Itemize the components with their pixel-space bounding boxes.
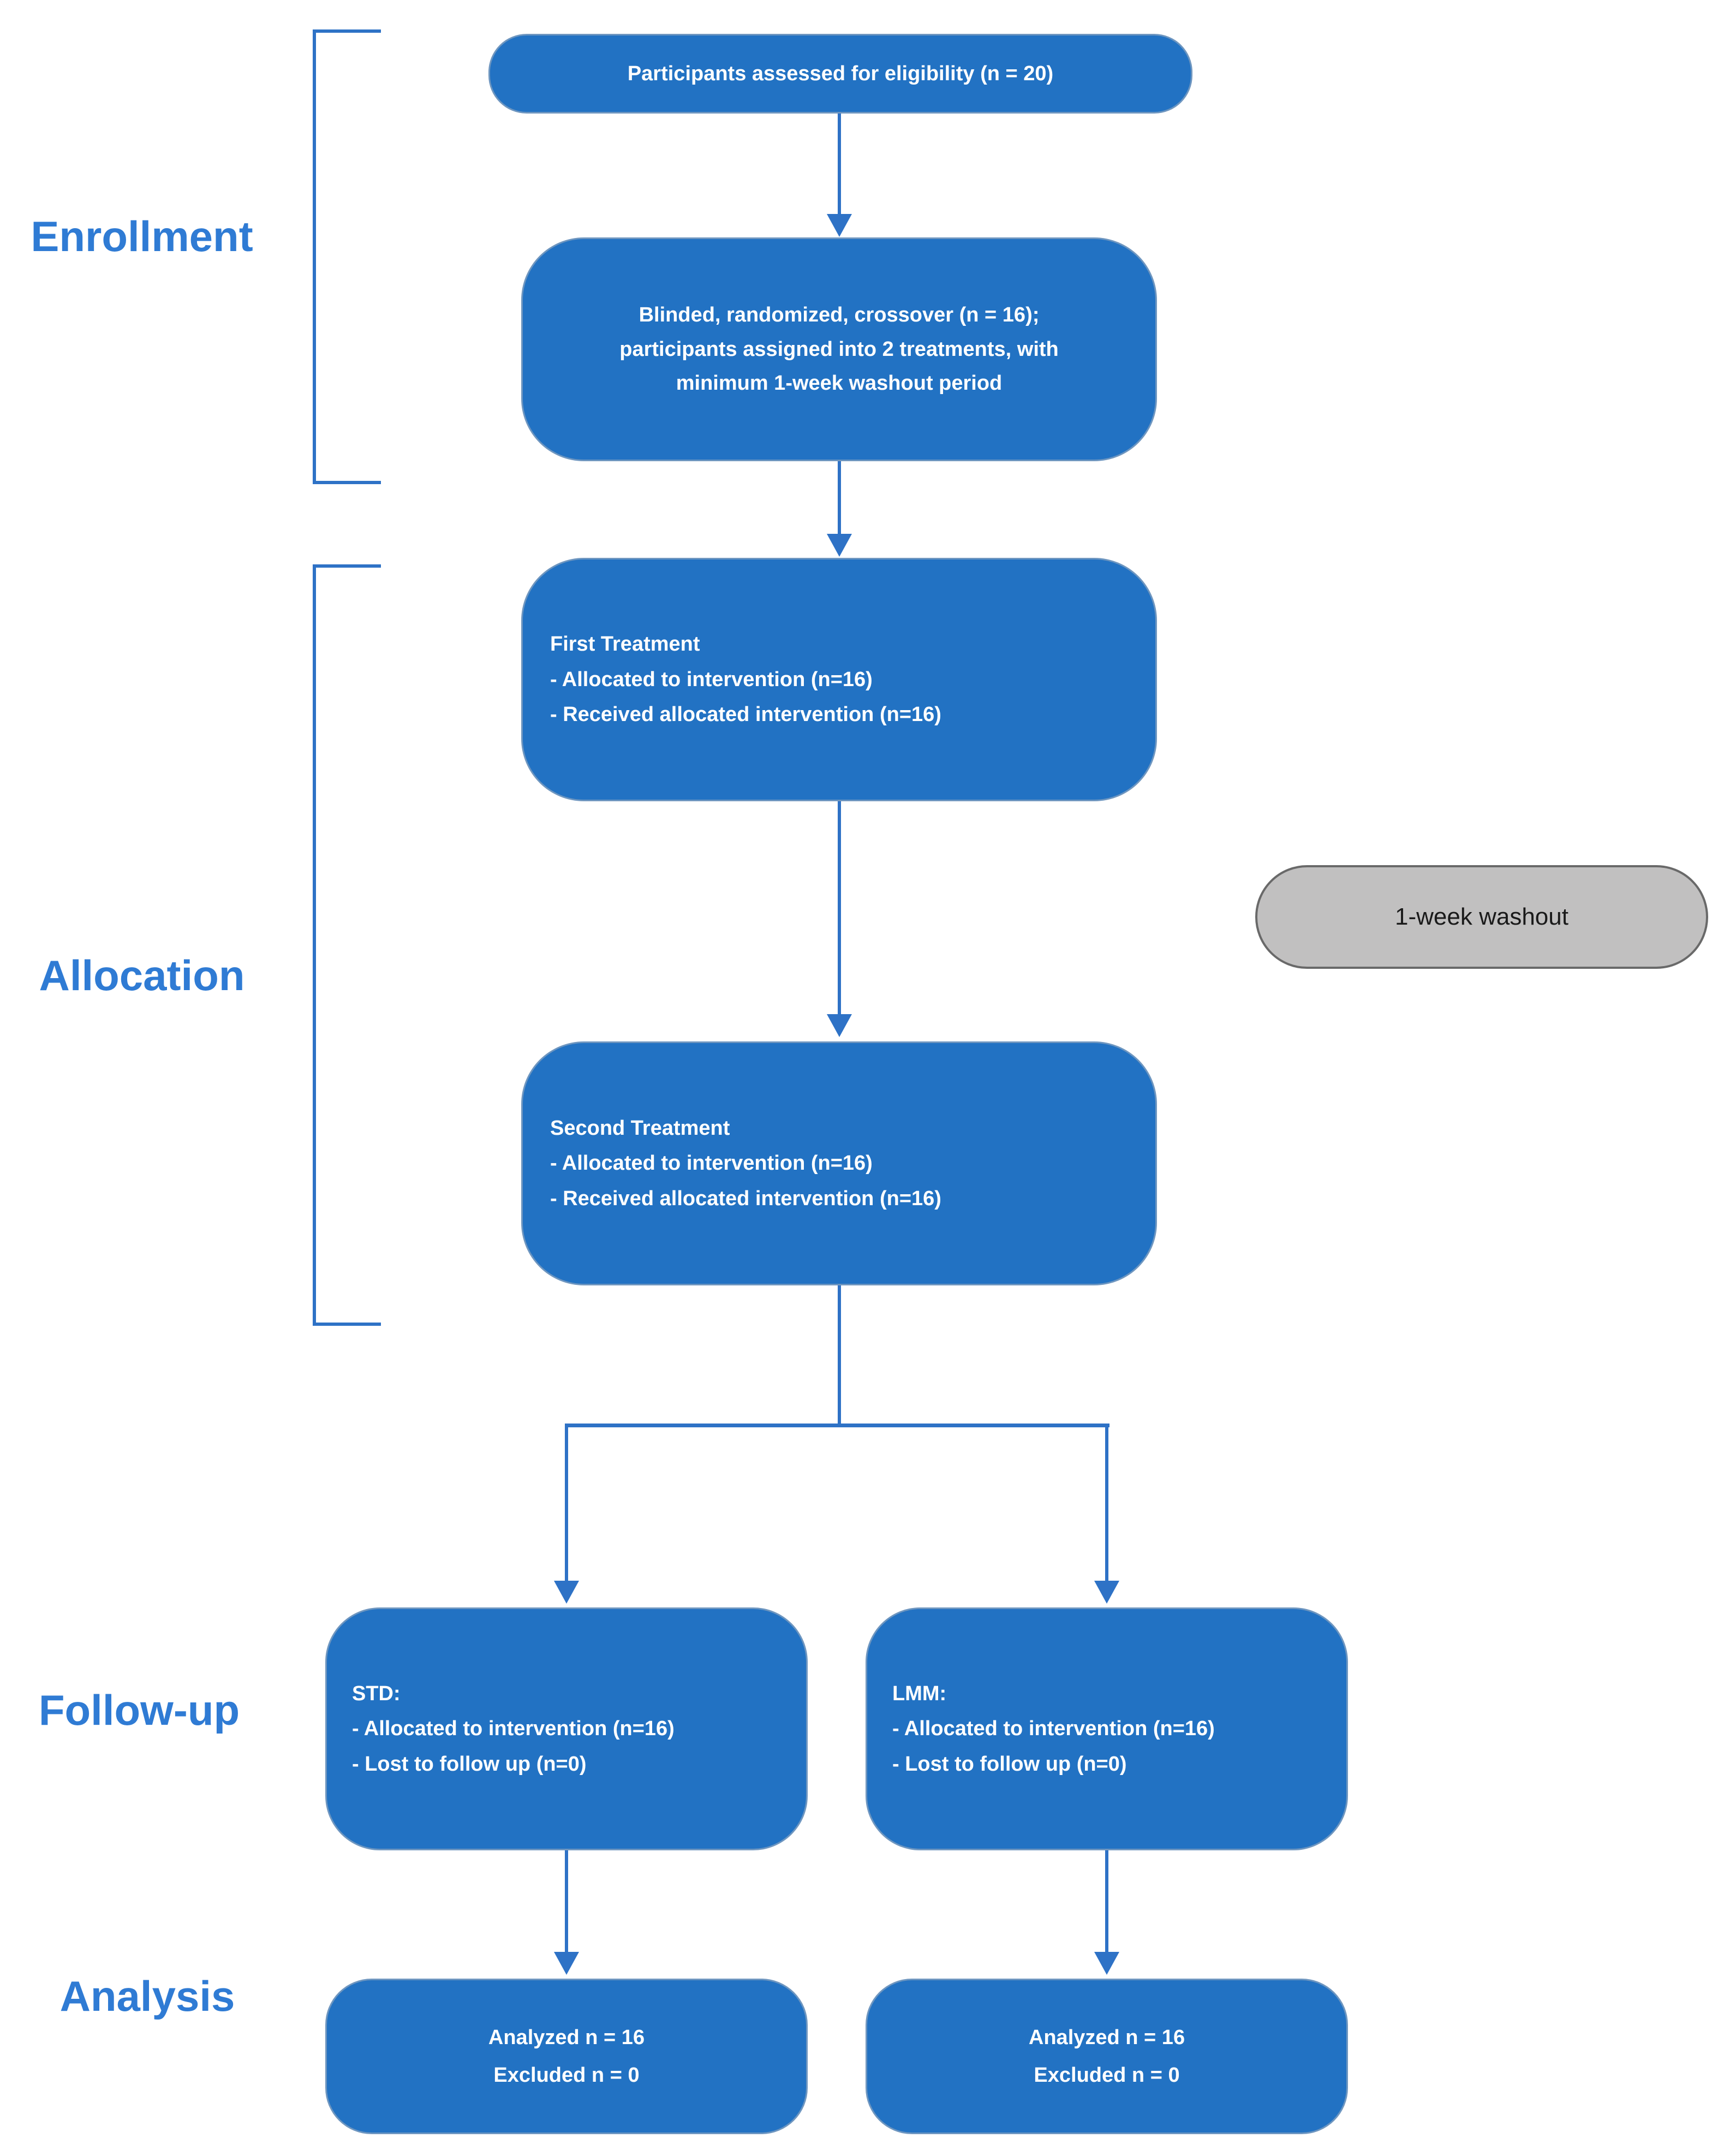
std-followup-box: STD: - Allocated to intervention (n=16) … [325, 1607, 808, 1850]
randomization-line: minimum 1-week washout period [676, 372, 1003, 395]
second-treatment-bullet: - Allocated to intervention (n=16) [550, 1152, 873, 1175]
arrow-randomization-to-first-head [827, 534, 852, 557]
eligibility-box: Participants assessed for eligibility (n… [488, 34, 1192, 114]
lmm-followup-bullet: - Allocated to intervention (n=16) [892, 1717, 1215, 1741]
washout-text: 1-week washout [1395, 903, 1568, 930]
arrow-first-to-second-line [838, 801, 841, 1016]
first-treatment-bullet: - Allocated to intervention (n=16) [550, 668, 873, 691]
std-followup-bullet: - Lost to follow up (n=0) [352, 1752, 587, 1776]
enrollment-bracket [313, 29, 381, 484]
std-followup-bullet: - Allocated to intervention (n=16) [352, 1717, 675, 1741]
randomization-line: Blinded, randomized, crossover (n = 16); [639, 303, 1040, 326]
followup-stage-label: Follow-up [38, 1686, 240, 1734]
first-treatment-box: First Treatment - Allocated to intervent… [521, 558, 1157, 801]
eligibility-text: Participants assessed for eligibility (n… [627, 62, 1054, 85]
arrow-randomization-to-first-line [838, 461, 841, 536]
allocation-stage-label: Allocation [39, 951, 245, 999]
std-analysis-line: Excluded n = 0 [493, 2063, 640, 2087]
arrow-first-to-second-head [827, 1014, 852, 1037]
arrow-eligibility-to-randomization-line [838, 114, 841, 218]
first-treatment-bullet: - Received allocated intervention (n=16) [550, 703, 941, 726]
first-treatment-title: First Treatment [550, 633, 700, 656]
std-followup-title: STD: [352, 1682, 401, 1705]
second-treatment-bullet: - Received allocated intervention (n=16) [550, 1187, 941, 1210]
enrollment-stage-label: Enrollment [31, 212, 253, 260]
second-treatment-title: Second Treatment [550, 1116, 730, 1140]
second-treatment-box: Second Treatment - Allocated to interven… [521, 1041, 1157, 1285]
split-connector-crossbar [565, 1424, 1109, 1427]
split-connector-stem [838, 1285, 841, 1427]
analysis-stage-label: Analysis [59, 1972, 235, 2020]
arrow-split-to-lmm-head [1094, 1581, 1119, 1604]
arrow-std-to-analysis-head [554, 1952, 579, 1975]
lmm-analysis-line: Excluded n = 0 [1034, 2063, 1180, 2087]
randomization-box: Blinded, randomized, crossover (n = 16);… [521, 237, 1157, 461]
std-analysis-line: Analyzed n = 16 [488, 2026, 645, 2050]
std-analysis-box: Analyzed n = 16 Excluded n = 0 [325, 1979, 808, 2134]
lmm-analysis-box: Analyzed n = 16 Excluded n = 0 [866, 1979, 1348, 2134]
randomization-line: participants assigned into 2 treatments,… [619, 337, 1059, 361]
split-connector-left-drop [565, 1424, 568, 1583]
lmm-followup-title: LMM: [892, 1682, 947, 1705]
arrow-eligibility-to-randomization-head [827, 214, 852, 237]
lmm-followup-box: LMM: - Allocated to intervention (n=16) … [866, 1607, 1348, 1850]
lmm-followup-bullet: - Lost to follow up (n=0) [892, 1752, 1127, 1776]
arrow-std-to-analysis-line [565, 1850, 568, 1954]
arrow-lmm-to-analysis-head [1094, 1952, 1119, 1975]
allocation-bracket [313, 564, 381, 1326]
split-connector-right-drop [1105, 1424, 1108, 1583]
lmm-analysis-line: Analyzed n = 16 [1028, 2026, 1185, 2050]
arrow-lmm-to-analysis-line [1105, 1850, 1108, 1954]
arrow-split-to-std-head [554, 1581, 579, 1604]
washout-pill: 1-week washout [1255, 865, 1708, 969]
